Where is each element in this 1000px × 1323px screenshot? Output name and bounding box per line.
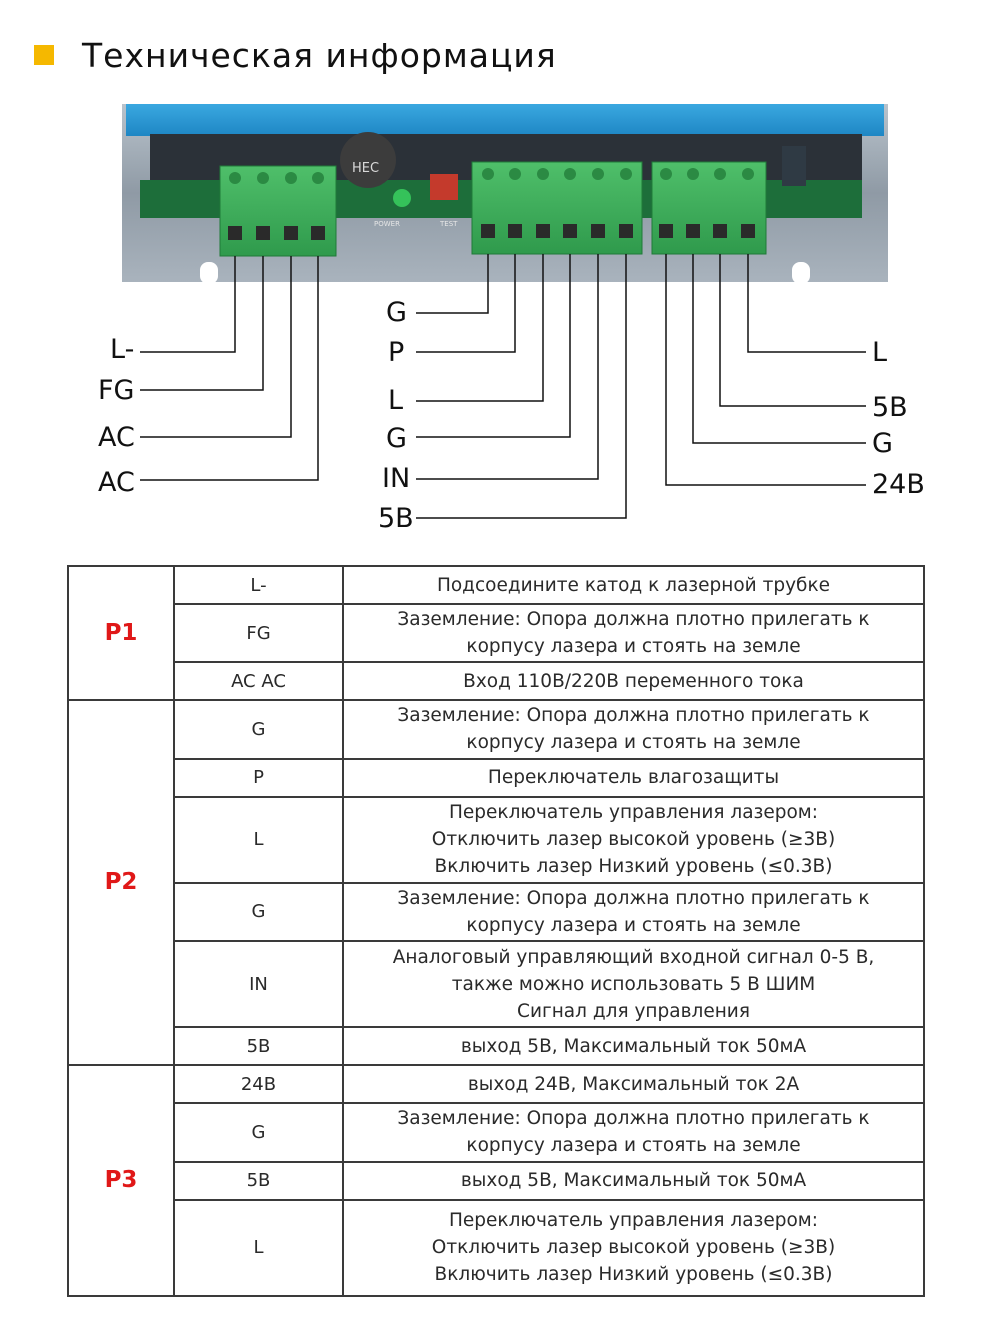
description-cell: выход 24В, Максимальный ток 2А [342,1064,925,1105]
terminal-block-p1 [219,165,337,257]
pin-label-p3-5v: 5В [872,392,908,423]
signal-cell: L- [173,564,344,606]
mount-slot-right [792,262,810,284]
pin-label-p2-g-1: G [386,297,407,328]
table-row: 5В выход 5В, Максимальный ток 50мА [68,1160,925,1201]
pin-label-p3-l: L [872,337,888,368]
description-cell: Переключатель влагозащиты [342,757,925,798]
signal-cell: L [173,795,344,884]
table-row: P Переключатель влагозащиты [68,757,925,798]
pin-label-p3-g: G [872,428,893,459]
signal-cell: G [173,881,344,942]
device-illustration: HEC POWER TEST [122,104,888,519]
table-row: P1 L- Подсоедините катод к лазерной труб… [67,564,925,702]
description-cell: Заземление: Опора должна плотно прилегат… [342,699,925,760]
description-cell: выход 5В, Максимальный ток 50мА [342,1026,925,1067]
pin-label-p1-l-minus: L- [110,334,135,365]
table-row: G Заземление: Опора должна плотно прилег… [68,881,925,942]
chip-text: HEC [352,161,379,176]
pin-label-p3-24v: 24В [872,469,925,500]
table-row: P2 G Заземление: Опора должна плотно при… [67,699,925,1067]
description-cell: Переключатель управления лазером: Отключ… [342,795,925,884]
mount-slot-left [200,262,218,284]
description-cell: Переключатель управления лазером: Отключ… [342,1198,925,1298]
pin-label-p2-in: IN [382,463,411,494]
pin-label-p1-ac-1: AC [98,422,135,453]
signal-cell: P [173,757,344,798]
signal-cell: IN [173,939,344,1029]
signal-cell: AC AC [173,661,344,702]
power-silk: POWER [374,220,400,228]
table-row: L Переключатель управления лазером: Откл… [68,1198,925,1298]
test-button [430,174,458,200]
table-row: P3 24В выход 24В, Максимальный ток 2А [67,1064,925,1297]
signal-cell: G [173,699,344,760]
signal-cell: 5В [173,1026,344,1067]
section-header: Техническая информация [34,30,557,80]
pin-label-p2-5v: 5В [378,503,414,534]
signal-cell: FG [173,603,344,664]
description-cell: Заземление: Опора должна плотно прилегат… [342,1102,925,1163]
signal-cell: L [173,1198,344,1298]
signal-cell: G [173,1102,344,1163]
pin-label-p2-l: L [388,385,404,416]
group-label-p1: P1 [67,564,175,702]
pin-label-p2-g-2: G [386,423,407,454]
description-cell: Аналоговый управляющий входной сигнал 0-… [342,939,925,1029]
group-label-p3: P3 [67,1064,175,1297]
header-accent-square [34,45,54,65]
connector-diagram: HEC POWER TEST [0,0,1000,560]
description-cell: выход 5В, Максимальный ток 50мА [342,1160,925,1201]
signal-cell: 24В [173,1064,344,1105]
leader-lines-p2 [416,254,627,519]
leader-lines-p3 [665,254,866,486]
pin-spec-table: P1 L- Подсоедините катод к лазерной труб… [67,564,925,1298]
capacitor [340,132,396,188]
table-row: 5В выход 5В, Максимальный ток 50мА [68,1026,925,1067]
blue-cover [126,104,884,136]
terminal-block-p3 [651,161,767,255]
signal-cell: 5В [173,1160,344,1201]
table-row: G Заземление: Опора должна плотно прилег… [68,1102,925,1163]
pin-label-p1-ac-2: AC [98,467,135,498]
table-row: L Переключатель управления лазером: Откл… [68,795,925,884]
terminal-block-p2 [471,161,643,255]
pin-label-p1-fg: FG [98,375,135,406]
description-cell: Заземление: Опора должна плотно прилегат… [342,603,925,664]
pin-label-p2-p: P [388,337,405,368]
description-cell: Вход 110В/220В переменного тока [342,661,925,702]
description-cell: Заземление: Опора должна плотно прилегат… [342,881,925,942]
table-row: FG Заземление: Опора должна плотно приле… [68,603,925,664]
leader-lines-p1 [140,256,319,481]
description-cell: Подсоедините катод к лазерной трубке [342,564,925,606]
cap-right [782,146,806,186]
table-row: IN Аналоговый управляющий входной сигнал… [68,939,925,1029]
test-silk: TEST [439,220,458,228]
section-title: Техническая информация [82,35,557,75]
group-label-p2: P2 [67,699,175,1067]
power-led [393,189,411,207]
table-row: AC AC Вход 110В/220В переменного тока [68,661,925,702]
